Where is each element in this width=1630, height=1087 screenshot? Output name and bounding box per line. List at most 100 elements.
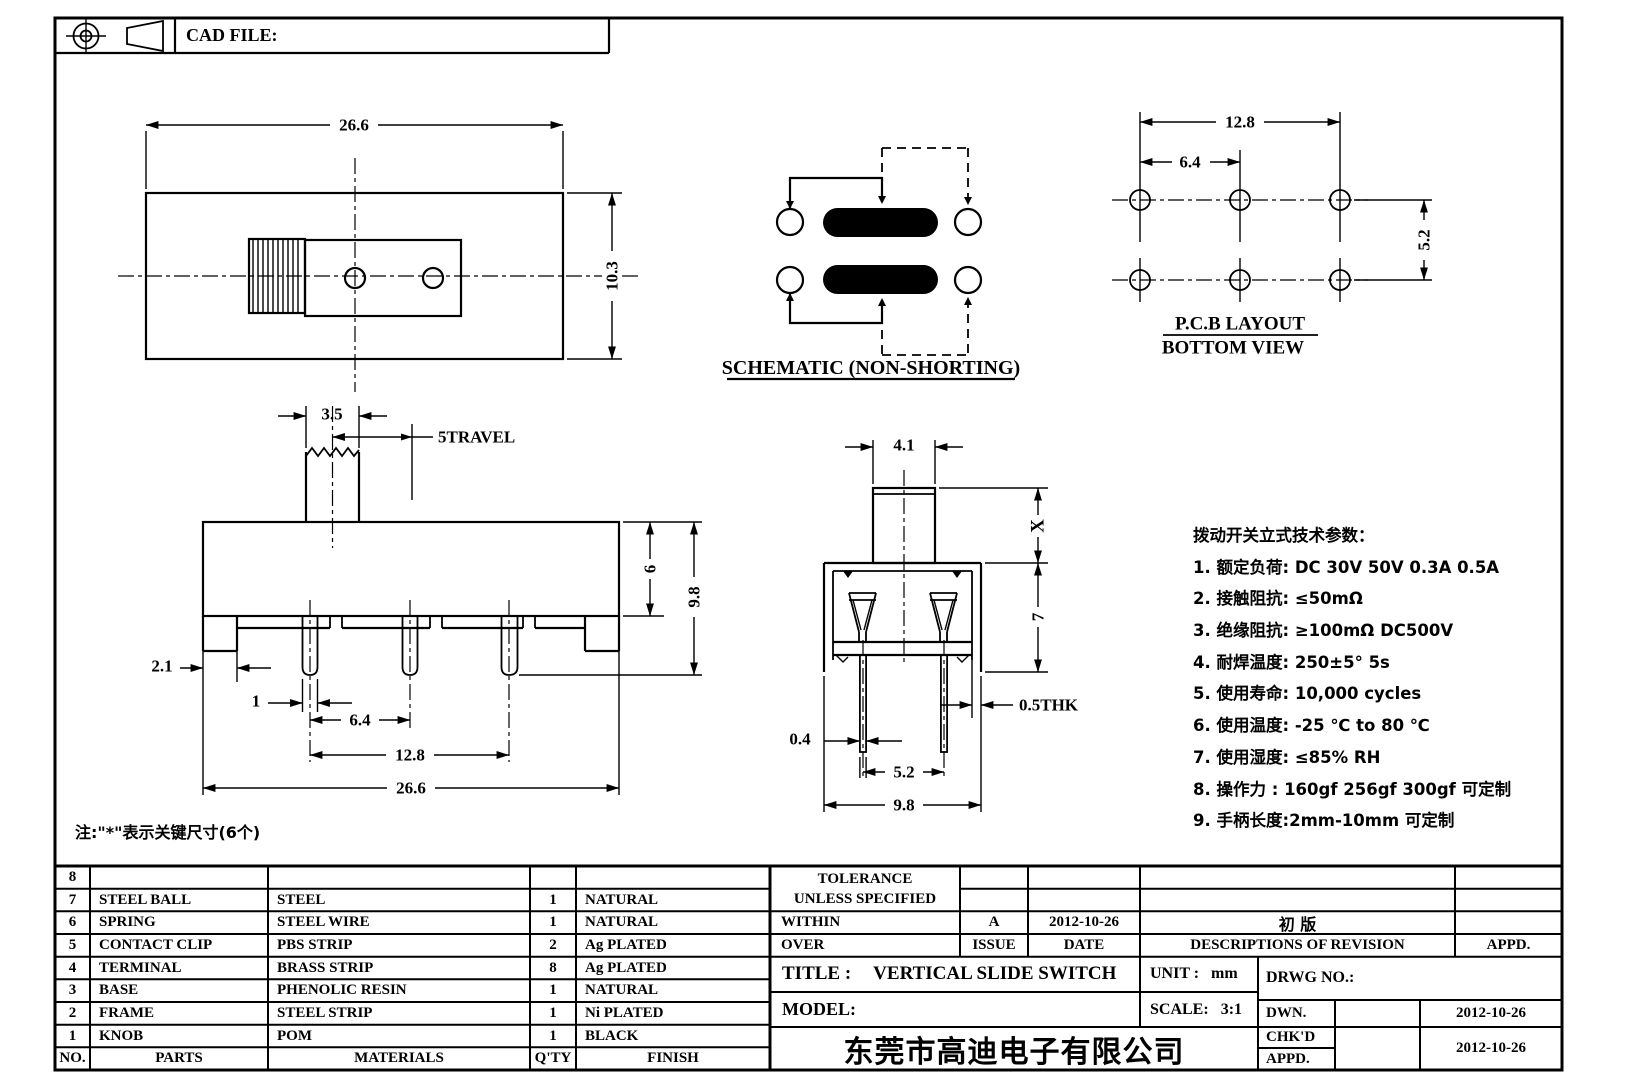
part-material: STEEL	[277, 891, 326, 908]
part-qty: 1	[549, 982, 557, 999]
revision-col-header: DESCRIPTIONS OF REVISION	[1190, 936, 1405, 953]
side-pitch-dim: 6.4	[349, 711, 371, 730]
spec-item: 3. 绝缘阻抗: ≥100mΩ DC500V	[1193, 621, 1454, 641]
spec-list: 拨动开关立式技术参数： 1. 额定负荷: DC 30V 50V 0.3A 0.5…	[1193, 520, 1565, 837]
front-pin-width-dim: 0.4	[789, 730, 811, 749]
title-value: VERTICAL SLIDE SWITCH	[873, 963, 1117, 985]
part-qty: 8	[549, 959, 557, 976]
part-finish: BLACK	[585, 1027, 639, 1044]
schematic-view: SCHEMATIC (NON-SHORTING)	[722, 147, 1020, 381]
appd-row-label: APPD.	[1266, 1050, 1310, 1067]
part-name: BASE	[99, 982, 139, 999]
side-pin-width-dim: 1	[252, 692, 261, 711]
side-total-height-dim: 9.8	[685, 586, 704, 607]
col-header-parts: PARTS	[155, 1050, 203, 1067]
unit-value: mm	[1211, 965, 1238, 983]
side-edge-dim: 2.1	[151, 657, 172, 676]
dwn-date-value: 2012-10-26	[1456, 1005, 1526, 1021]
chk-appd-date-value: 2012-10-26	[1456, 1040, 1526, 1056]
part-qty: 1	[549, 891, 557, 908]
part-qty: 1	[549, 914, 557, 931]
issue-date-value: 2012-10-26	[1049, 914, 1119, 931]
tolerance-label: TOLERANCE	[817, 870, 913, 887]
part-name: CONTACT CLIP	[99, 936, 213, 953]
col-header-materials: MATERIALS	[354, 1050, 444, 1067]
part-name: STEEL BALL	[99, 891, 192, 908]
part-finish: Ag PLATED	[585, 936, 667, 953]
part-finish: Ni PLATED	[585, 1004, 664, 1021]
col-header-qty: Q'TY	[534, 1050, 572, 1067]
spec-item: 9. 手柄长度:2mm-10mm 可定制	[1193, 811, 1455, 831]
part-qty: 1	[549, 1004, 557, 1021]
spec-item: 2. 接触阻抗: ≤50mΩ	[1193, 589, 1363, 609]
unit-label: UNIT :	[1150, 965, 1200, 983]
part-no: 3	[68, 982, 77, 999]
part-finish: NATURAL	[585, 914, 659, 931]
spec-item: 5. 使用寿命: 10,000 cycles	[1193, 684, 1422, 704]
part-no: 6	[68, 914, 77, 931]
front-pitch-dim: 5.2	[893, 763, 914, 782]
side-knob-width-dim: 3.5	[321, 405, 342, 424]
company-name: 东莞市高迪电子有限公司	[843, 1034, 1185, 1070]
within-label: WITHIN	[781, 914, 841, 931]
part-material: STEEL STRIP	[277, 1004, 373, 1021]
spec-item: 4. 耐焊温度: 250±5° 5s	[1193, 652, 1390, 672]
part-name: SPRING	[99, 914, 156, 931]
part-no: 2	[68, 1004, 77, 1021]
model-label: MODEL:	[782, 999, 856, 1019]
pcb-subtitle: BOTTOM VIEW	[1162, 338, 1304, 359]
top-view: 26.6 10.3	[118, 116, 640, 392]
page-border	[53, 16, 1564, 1072]
scale-value: 3:1	[1220, 1000, 1243, 1018]
top-view-width-dim: 26.6	[339, 116, 369, 135]
over-label: OVER	[781, 936, 825, 953]
tolerance-label2: UNLESS SPECIFIED	[793, 890, 937, 907]
pcb-title: P.C.B LAYOUT	[1175, 314, 1305, 335]
drwg-no-label: DRWG NO.:	[1266, 969, 1355, 986]
spec-item: 8. 操作力 : 160gf 256gf 300gf 可定制	[1193, 779, 1512, 799]
front-thickness-dim: 0.5THK	[1019, 696, 1079, 715]
dwn-label: DWN.	[1266, 1005, 1307, 1021]
part-material: PHENOLIC RESIN	[277, 982, 407, 999]
part-material: POM	[277, 1027, 312, 1044]
col-header-no: NO.	[59, 1050, 86, 1067]
title-label: TITLE :	[782, 963, 852, 985]
pcb-row-pitch-dim: 5.2	[1415, 229, 1434, 250]
pcb-span-dim: 12.8	[1225, 113, 1255, 132]
col-header-finish: FINISH	[647, 1050, 699, 1067]
side-body-height-dim: 6	[641, 565, 660, 574]
side-width-dim: 26.6	[396, 779, 426, 798]
front-body-height-dim: 7	[1029, 612, 1048, 621]
front-width-dim: 9.8	[893, 796, 914, 815]
part-name: FRAME	[99, 1004, 154, 1021]
part-qty: 2	[549, 936, 557, 953]
part-no: 5	[68, 936, 77, 953]
spec-item: 1. 额定负荷: DC 30V 50V 0.3A 0.5A	[1193, 557, 1500, 577]
side-view: 3.5 5TRAVEL 2.1	[151, 405, 704, 798]
chkd-label: CHK'D	[1266, 1029, 1316, 1045]
date-col-header: DATE	[1063, 936, 1105, 953]
side-travel-label: 5TRAVEL	[438, 428, 515, 447]
side-span-dim: 12.8	[395, 746, 425, 765]
part-no: 7	[68, 891, 77, 908]
issue-value: A	[988, 914, 1000, 931]
spec-item: 6. 使用温度: -25 ℃ to 80 ℃	[1193, 716, 1430, 736]
part-material: BRASS STRIP	[277, 959, 374, 976]
unit-row: UNIT : mm	[1150, 957, 1255, 992]
part-no: 8	[68, 868, 77, 885]
top-view-height-dim: 10.3	[603, 261, 622, 291]
part-qty: 1	[549, 1027, 557, 1044]
scale-label: SCALE:	[1150, 1000, 1209, 1018]
appd-col-header: APPD.	[1486, 936, 1531, 953]
front-handle-height-dim: X	[1028, 519, 1049, 533]
part-finish: NATURAL	[585, 891, 659, 908]
part-name: KNOB	[99, 1027, 144, 1044]
spec-item: 7. 使用湿度: ≤85% RH	[1193, 747, 1381, 767]
pcb-pitch-dim: 6.4	[1179, 153, 1201, 172]
part-finish: Ag PLATED	[585, 959, 667, 976]
spec-title: 拨动开关立式技术参数：	[1193, 526, 1375, 545]
key-dimension-note: 注:"*"表示关键尺寸(6个)	[75, 823, 261, 842]
projection-symbol-icon	[66, 19, 164, 53]
front-knob-width-dim: 4.1	[893, 436, 914, 455]
